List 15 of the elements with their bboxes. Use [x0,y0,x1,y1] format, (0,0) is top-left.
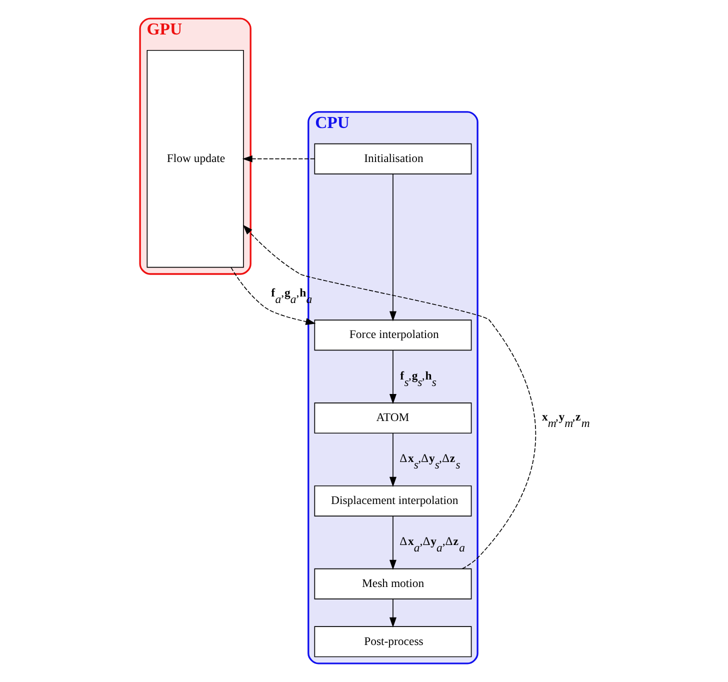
node-box: Initialisation [314,143,472,174]
arrow [230,266,316,326]
node-box: Post-process [314,626,472,658]
node-box: Flow update [146,50,244,268]
arrow [388,433,396,487]
node-box: Mesh motion [314,568,472,600]
node-box: ATOM [314,402,472,434]
node-box: Displacement interpolation [314,485,472,516]
arrow [388,598,396,628]
arrow [388,516,396,570]
arrow [388,350,396,404]
arrow [242,224,536,570]
arrow [242,155,314,162]
arrow [388,174,396,322]
node-box: Force interpolation [314,320,472,351]
